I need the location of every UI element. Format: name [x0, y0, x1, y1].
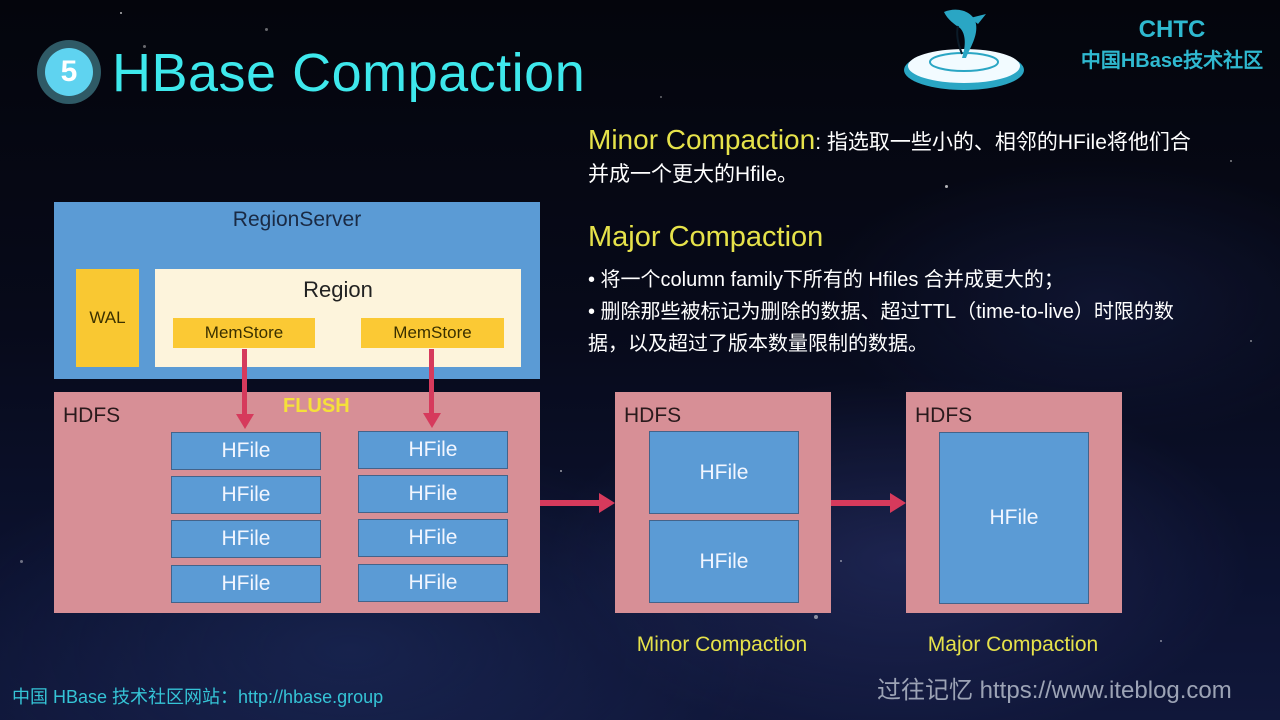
caption-minor-compaction: Minor Compaction [636, 633, 808, 656]
hfile-box: HFile [171, 432, 321, 470]
minor-compaction-term: Minor Compaction [588, 124, 816, 155]
slide-title: HBase Compaction [112, 43, 586, 103]
compaction-arrow-line [540, 500, 602, 506]
hfile-box: HFile [358, 431, 508, 469]
major-bullet: • 删除那些被标记为删除的数据、超过TTL（time-to-live）时限的数据… [588, 301, 1174, 355]
logo-subtitle: 中国HBase技术社区 [1080, 50, 1264, 72]
logo-name: CHTC [1138, 16, 1206, 43]
memstore-box: MemStore [173, 318, 315, 348]
slide-number: 5 [45, 48, 93, 96]
arrow-right-icon [599, 493, 615, 513]
hfile-box: HFile [358, 475, 508, 513]
star [1250, 340, 1252, 342]
region-server-label: RegionServer [232, 208, 362, 231]
star [840, 560, 842, 562]
footer-watermark: 过往记忆 https://www.iteblog.com [877, 677, 1232, 704]
hfile-box: HFile [171, 520, 321, 558]
major-compaction-heading: Major Compaction [588, 221, 824, 253]
hfile-box: HFile [171, 476, 321, 514]
flush-arrow-head-icon [423, 413, 441, 428]
star [560, 470, 562, 472]
major-bullet: • 将一个column family下所有的 Hfiles 合并成更大的； [588, 269, 1064, 291]
star [814, 615, 818, 619]
hfile-box: HFile [649, 431, 799, 514]
star [1160, 640, 1162, 642]
flush-label: FLUSH [283, 395, 350, 417]
hfile-box: HFile [358, 564, 508, 602]
hdfs-label: HDFS [63, 404, 121, 427]
flush-arrow-head-icon [236, 414, 254, 429]
footer-website: 中国 HBase 技术社区网站：http://hbase.group [12, 687, 384, 707]
star [143, 45, 146, 48]
star [265, 28, 268, 31]
region-label: Region [303, 277, 373, 302]
arrow-right-icon [890, 493, 906, 513]
major-compaction-list: • 将一个column family下所有的 Hfiles 合并成更大的； • … [588, 264, 1208, 360]
flush-arrow-line [429, 349, 434, 416]
hdfs-box-minor: HDFS HFile HFile [615, 392, 831, 613]
hfile-box: HFile [171, 565, 321, 603]
star [120, 12, 122, 14]
orca-logo-icon [904, 9, 1024, 90]
star [945, 185, 948, 188]
hfile-box: HFile [358, 519, 508, 557]
region-box: Region MemStore MemStore [155, 269, 521, 367]
hfile-box: HFile [649, 520, 799, 603]
minor-compaction-description: Minor Compaction: 指选取一些小的、相邻的HFile将他们合并成… [588, 124, 1208, 191]
memstore-box: MemStore [361, 318, 504, 348]
minor-compaction-text: : 指选取一些小的、相邻的HFile将他们合并成一个更大的Hfile。 [588, 131, 1191, 186]
hdfs-label: HDFS [624, 404, 682, 427]
star [1230, 160, 1232, 162]
caption-major-compaction: Major Compaction [927, 633, 1099, 656]
hfile-box: HFile [939, 432, 1089, 604]
wal-box: WAL [76, 269, 139, 367]
hdfs-box-major: HDFS HFile [906, 392, 1122, 613]
star [20, 560, 23, 563]
logo-text: CHTC 中国HBase技术社区 [1062, 14, 1280, 76]
hdfs-box-flush: HDFS FLUSH HFile HFile HFile HFile HFile… [54, 392, 540, 613]
slide-number-badge: 5 [37, 40, 101, 104]
flush-arrow-line [242, 349, 247, 417]
compaction-arrow-line [831, 500, 893, 506]
hdfs-label: HDFS [915, 404, 973, 427]
star [660, 96, 662, 98]
